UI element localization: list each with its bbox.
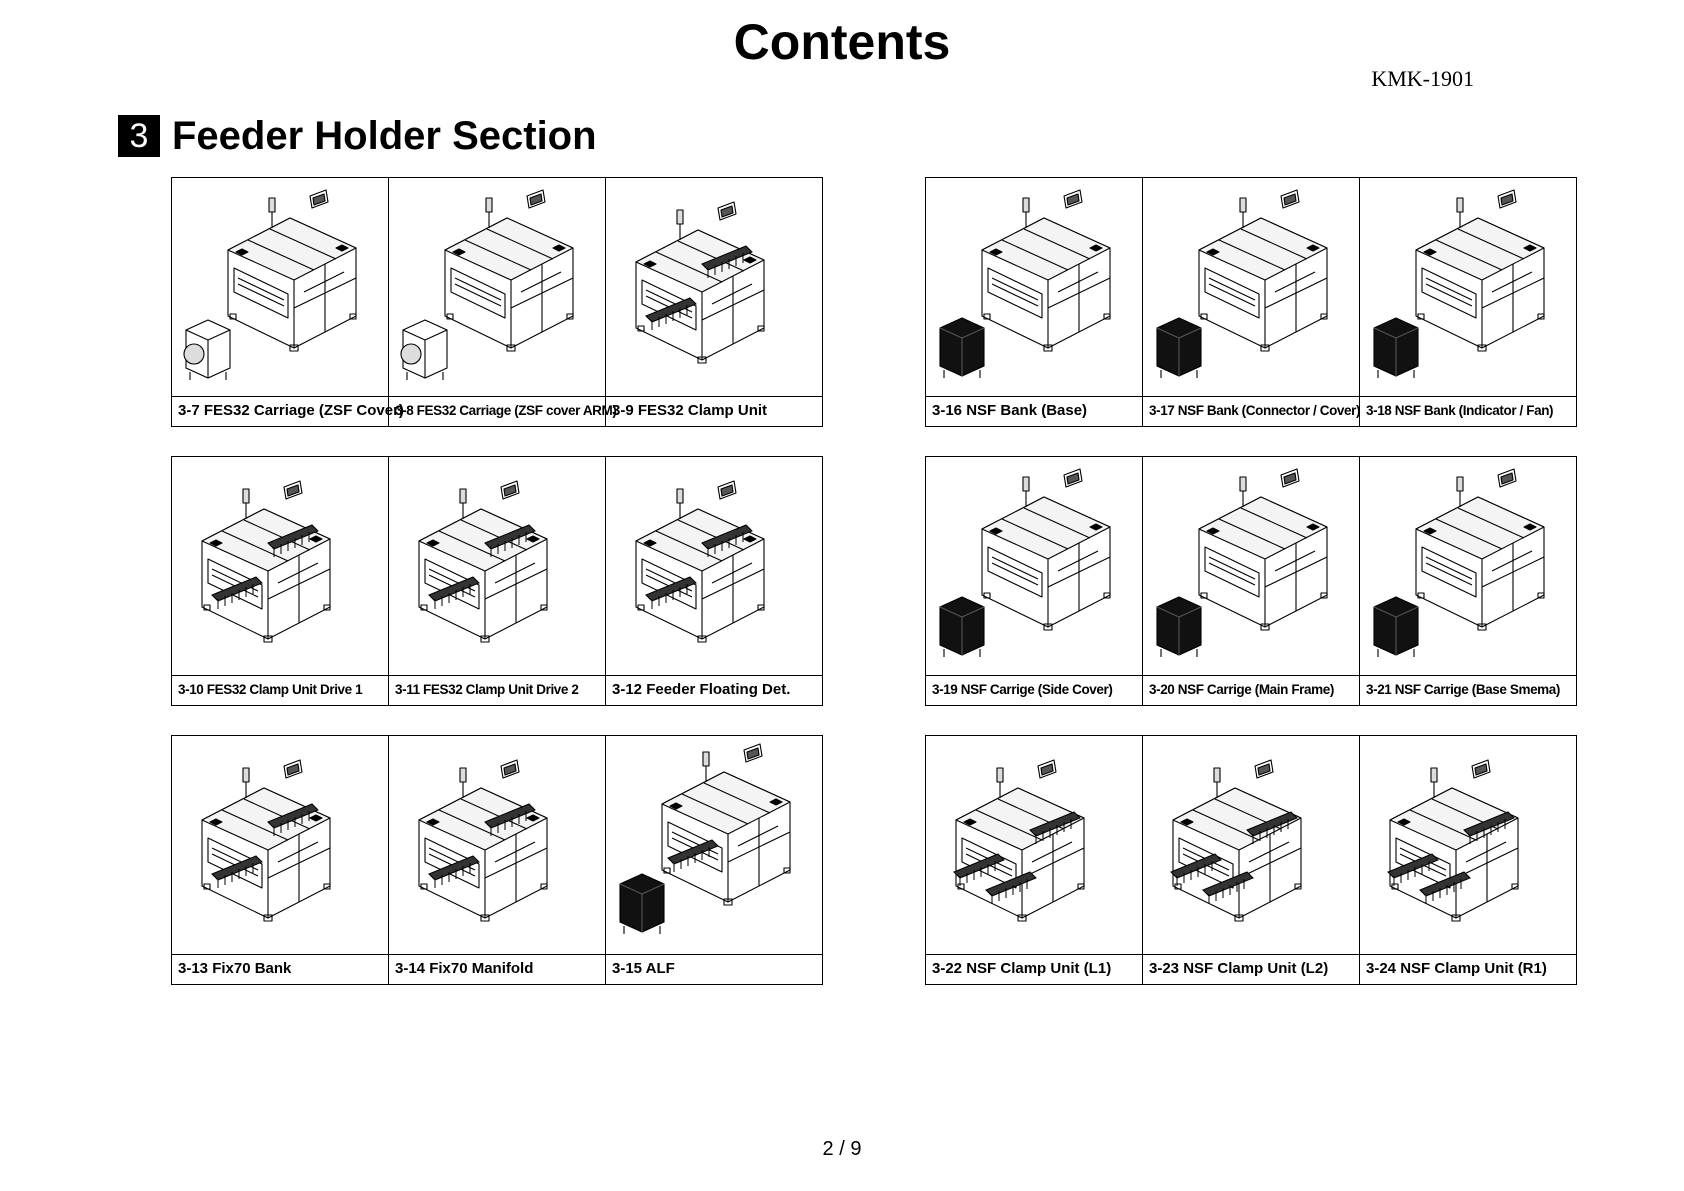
contents-item[interactable]: 3-8 FES32 Carriage (ZSF cover ARM) (388, 178, 617, 426)
machine-with-nsf-bank-icon (1373, 189, 1545, 378)
page-title: Contents (733, 14, 951, 70)
item-caption: 3-20 NSF Carrige (Main Frame) (1143, 675, 1359, 705)
item-caption: 3-8 FES32 Carriage (ZSF cover ARM) (389, 396, 617, 426)
item-caption: 3-19 NSF Carrige (Side Cover) (926, 675, 1142, 705)
contents-item[interactable]: 3-11 FES32 Clamp Unit Drive 2 (388, 457, 605, 705)
group-grid-2: 3-16 NSF Bank (Base) 3-17 NSF Bank (Conn… (925, 177, 1577, 427)
contents-item[interactable]: 3-15 ALF (605, 736, 822, 984)
contents-item[interactable]: 3-9 FES32 Clamp Unit (605, 178, 822, 426)
page-number: 2 / 9 (822, 1138, 862, 1160)
contents-item[interactable]: 3-23 NSF Clamp Unit (L2) (1142, 736, 1359, 984)
item-caption: 3-17 NSF Bank (Connector / Cover) (1143, 396, 1360, 426)
group-grid-3: 3-10 FES32 Clamp Unit Drive 1 3-11 FES32… (171, 456, 823, 706)
item-caption: 3-9 FES32 Clamp Unit (606, 396, 822, 426)
contents-item[interactable]: 3-13 Fix70 Bank (172, 736, 388, 984)
item-caption: 3-10 FES32 Clamp Unit Drive 1 (172, 675, 388, 705)
contents-item[interactable]: 3-12 Feeder Floating Det. (605, 457, 822, 705)
machine-nsf-clamp-icon (1170, 759, 1302, 922)
machine-with-nsf-bank-icon (939, 189, 1111, 378)
item-caption: 3-24 NSF Clamp Unit (R1) (1360, 954, 1576, 984)
machine-with-nsf-bank-icon (1373, 468, 1545, 657)
item-caption: 3-23 NSF Clamp Unit (L2) (1143, 954, 1359, 984)
section-title: Feeder Holder Section (172, 113, 597, 158)
machine-nsf-clamp-icon (953, 759, 1085, 922)
contents-item[interactable]: 3-21 NSF Carrige (Base Smema) (1359, 457, 1576, 705)
group-grid-6: 3-22 NSF Clamp Unit (L1) 3-23 NSF Clamp … (925, 735, 1577, 985)
contents-item[interactable]: 3-14 Fix70 Manifold (388, 736, 605, 984)
machine-clamp-unit-icon (635, 201, 765, 364)
group-grid-1: 3-7 FES32 Carriage (ZSF Cover) 3-8 FES32… (171, 177, 823, 427)
item-caption: 3-12 Feeder Floating Det. (606, 675, 822, 705)
machine-with-feeder-cart-icon (400, 189, 574, 380)
contents-item[interactable]: 3-22 NSF Clamp Unit (L1) (926, 736, 1142, 984)
item-caption: 3-7 FES32 Carriage (ZSF Cover) (172, 396, 404, 426)
machine-with-nsf-bank-icon (1156, 189, 1328, 378)
machine-clamp-unit-icon (201, 759, 331, 922)
contents-item[interactable]: 3-20 NSF Carrige (Main Frame) (1142, 457, 1359, 705)
item-caption: 3-15 ALF (606, 954, 822, 984)
contents-item[interactable]: 3-10 FES32 Clamp Unit Drive 1 (172, 457, 388, 705)
machine-clamp-unit-icon (201, 480, 331, 643)
machine-with-alf-unit-icon (619, 743, 791, 934)
item-caption: 3-16 NSF Bank (Base) (926, 396, 1142, 426)
item-caption: 3-18 NSF Bank (Indicator / Fan) (1360, 396, 1576, 426)
machine-with-nsf-bank-icon (939, 468, 1111, 657)
machine-clamp-unit-icon (418, 759, 548, 922)
contents-item[interactable]: 3-17 NSF Bank (Connector / Cover) (1142, 178, 1360, 426)
item-caption: 3-22 NSF Clamp Unit (L1) (926, 954, 1142, 984)
machine-clamp-unit-icon (635, 480, 765, 643)
machine-with-feeder-cart-icon (183, 189, 357, 380)
section-header: 3 Feeder Holder Section (118, 112, 597, 160)
machine-clamp-unit-icon (418, 480, 548, 643)
contents-item[interactable]: 3-19 NSF Carrige (Side Cover) (926, 457, 1142, 705)
document-number: KMK-1901 (1371, 66, 1474, 91)
item-caption: 3-13 Fix70 Bank (172, 954, 388, 984)
contents-item[interactable]: 3-7 FES32 Carriage (ZSF Cover) (172, 178, 404, 426)
item-caption: 3-21 NSF Carrige (Base Smema) (1360, 675, 1576, 705)
contents-item[interactable]: 3-16 NSF Bank (Base) (926, 178, 1142, 426)
contents-item[interactable]: 3-18 NSF Bank (Indicator / Fan) (1359, 178, 1576, 426)
group-grid-4: 3-19 NSF Carrige (Side Cover) 3-20 NSF C… (925, 456, 1577, 706)
contents-item[interactable]: 3-24 NSF Clamp Unit (R1) (1359, 736, 1576, 984)
machine-nsf-clamp-icon (1387, 759, 1519, 922)
section-number-badge: 3 (118, 115, 160, 157)
group-grid-5: 3-13 Fix70 Bank 3-14 Fix70 Manifold 3-15… (171, 735, 823, 985)
item-caption: 3-11 FES32 Clamp Unit Drive 2 (389, 675, 605, 705)
item-caption: 3-14 Fix70 Manifold (389, 954, 605, 984)
machine-with-nsf-bank-icon (1156, 468, 1328, 657)
